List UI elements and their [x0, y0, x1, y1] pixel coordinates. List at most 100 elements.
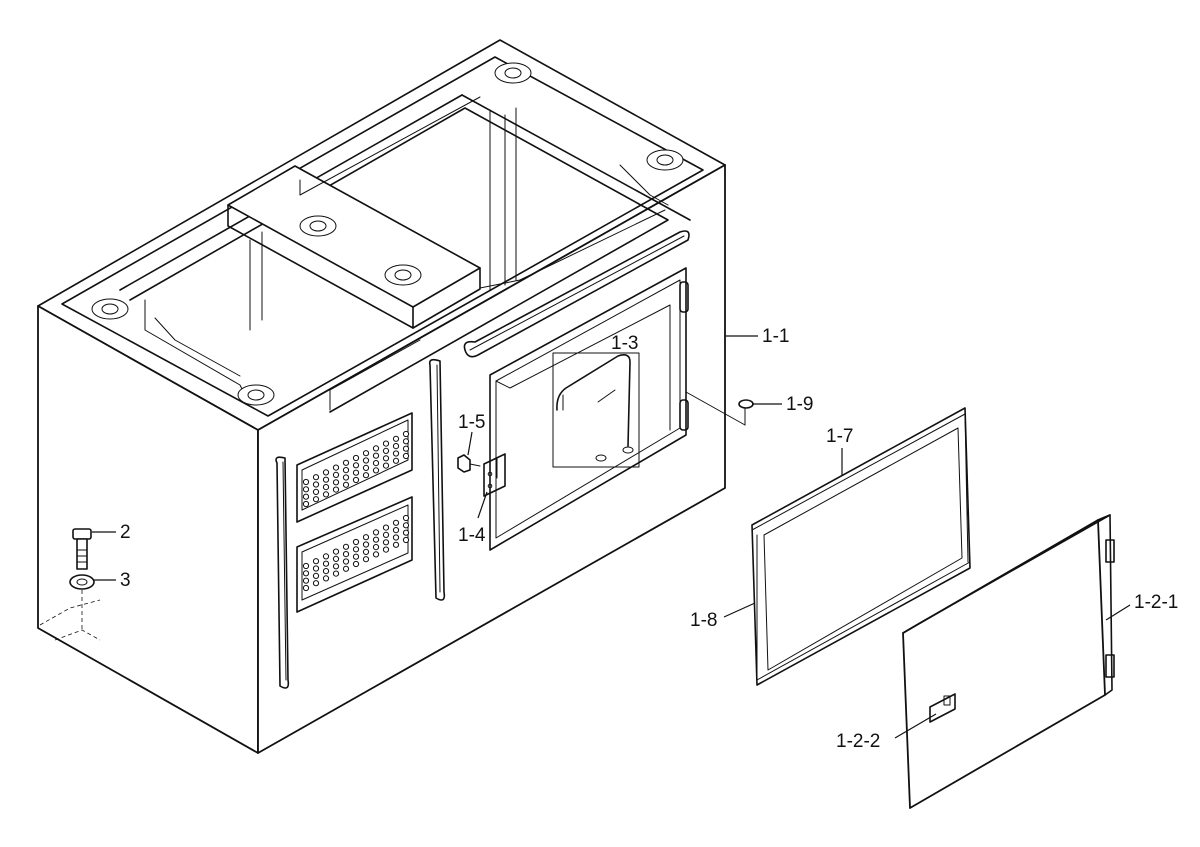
callout-label-1-4: 1-4 — [458, 525, 486, 546]
callout-label-1-3: 1-3 — [611, 333, 638, 354]
tread-hole — [332, 471, 340, 478]
tread-hole — [352, 538, 360, 546]
tread-hole — [382, 440, 390, 447]
tread-hole — [362, 464, 370, 471]
tread-hole — [322, 491, 330, 498]
callout-label-1-5: 1-5 — [458, 412, 485, 433]
tread-hole — [372, 544, 380, 551]
tread-hole — [312, 496, 320, 503]
tread-hole — [392, 527, 400, 534]
tread-hole — [372, 460, 380, 467]
tread-hole — [302, 478, 310, 486]
hinge-upper-icon — [679, 281, 689, 313]
tread-hole — [332, 555, 340, 563]
tread-hole — [362, 534, 370, 541]
step-opening-upper — [296, 412, 413, 523]
callout-1-4: 1-4 — [458, 491, 488, 546]
tread-hole — [392, 541, 400, 548]
grab-handle-left — [275, 456, 290, 689]
tread-hole — [342, 467, 350, 474]
tread-hole — [352, 560, 360, 568]
mounting-boss-1 — [91, 298, 129, 320]
tread-hole — [382, 462, 390, 469]
tread-hole — [322, 476, 330, 483]
tread-hole — [402, 438, 410, 445]
tread-hole — [382, 539, 390, 546]
callout-label-1-1: 1-1 — [762, 326, 789, 347]
tread-hole — [352, 476, 360, 484]
tread-hole — [342, 543, 350, 550]
callout-1-7: 1-7 — [826, 426, 853, 475]
tread-hole — [352, 462, 360, 469]
tread-hole — [302, 577, 310, 584]
tread-hole — [322, 575, 330, 582]
latch-screw — [457, 454, 481, 473]
callout-2: 2 — [92, 522, 131, 543]
callout-1-1: 1-1 — [725, 326, 789, 347]
callout-label-1-8: 1-8 — [690, 610, 717, 631]
tread-hole — [322, 484, 330, 491]
tread-hole — [342, 565, 350, 572]
tread-hole — [302, 562, 310, 570]
tread-hole — [312, 572, 320, 580]
tread-hole — [392, 435, 400, 442]
callout-1-2-1: 1-2-1 — [1105, 592, 1178, 621]
door-hinge-upper-icon — [1105, 539, 1115, 563]
tread-hole — [332, 464, 340, 471]
tread-hole — [322, 469, 330, 476]
tread-hole — [402, 536, 410, 544]
tread-hole — [392, 443, 400, 450]
tread-hole — [372, 529, 380, 536]
tread-hole — [382, 546, 390, 553]
tread-hole — [362, 548, 370, 556]
tread-hole — [332, 563, 340, 570]
callout-1-9: 1-9 — [738, 394, 813, 415]
tread-hole — [392, 534, 400, 541]
tread-hole — [372, 536, 380, 543]
tread-hole — [312, 488, 320, 495]
step-tread-perforations — [302, 430, 410, 592]
tread-hole — [302, 584, 310, 592]
tread-hole — [402, 529, 410, 536]
callout-label-1-2-2: 1-2-2 — [836, 731, 880, 752]
tread-hole — [362, 556, 370, 563]
tread-hole — [322, 553, 330, 560]
callout-1-5: 1-5 — [458, 412, 485, 456]
tread-hole — [312, 558, 320, 565]
tread-hole — [332, 548, 340, 555]
tread-hole — [322, 560, 330, 567]
tread-hole — [352, 469, 360, 476]
tread-hole — [302, 486, 310, 493]
tread-hole — [372, 467, 380, 474]
tread-hole — [342, 459, 350, 466]
mounting-boss-3 — [299, 215, 337, 237]
tread-hole — [362, 472, 370, 479]
tread-hole — [372, 452, 380, 459]
bolt — [72, 528, 92, 570]
tread-hole — [362, 457, 370, 464]
tread-hole — [312, 474, 320, 481]
tread-hole — [312, 580, 320, 587]
tread-hole — [372, 445, 380, 452]
tread-hole — [402, 430, 410, 438]
callout-1-2-2: 1-2-2 — [836, 713, 937, 752]
tread-hole — [392, 450, 400, 457]
tread-hole — [342, 551, 350, 558]
detail-box-1-3 — [552, 352, 640, 468]
mounting-boss-5 — [494, 62, 532, 84]
callout-label-1-2-1: 1-2-1 — [1134, 592, 1178, 613]
tread-hole — [392, 457, 400, 464]
bolt-mounting-hint — [39, 590, 101, 641]
tread-hole — [302, 493, 310, 500]
mounting-boss-4 — [384, 264, 422, 286]
step-opening-lower — [296, 496, 413, 613]
tread-hole — [382, 455, 390, 462]
tread-hole — [402, 522, 410, 529]
callout-label-3: 3 — [120, 570, 131, 591]
tread-hole — [402, 514, 410, 522]
callout-1-8: 1-8 — [690, 602, 756, 631]
tread-hole — [352, 454, 360, 462]
tread-hole — [382, 447, 390, 454]
washer — [69, 574, 95, 590]
